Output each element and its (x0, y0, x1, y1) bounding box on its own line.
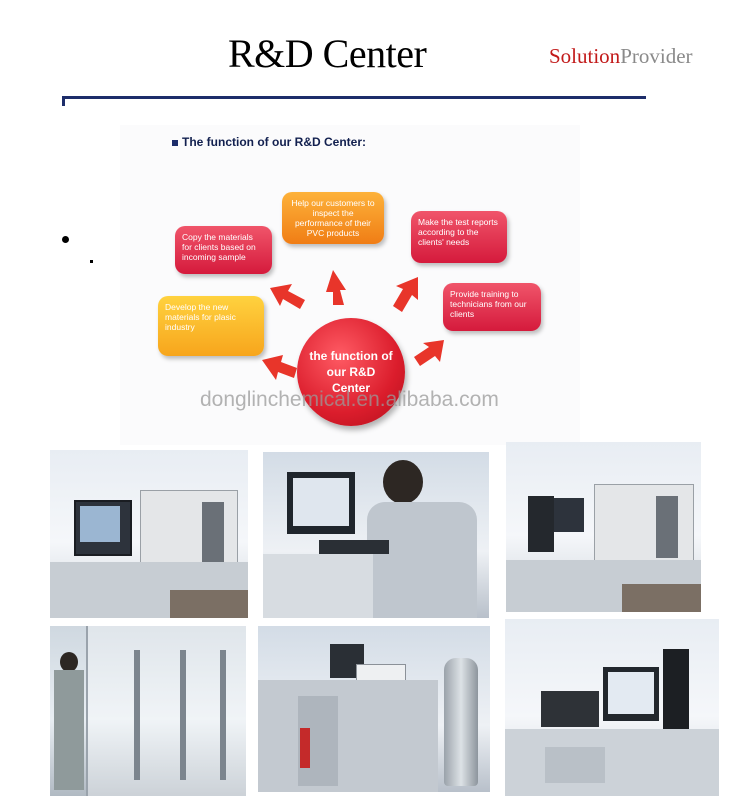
control-panel-icon (656, 496, 678, 558)
lab-bench (505, 729, 719, 796)
reactor-column (220, 650, 226, 780)
bench-cabinet (622, 584, 701, 612)
monitor-icon (554, 498, 584, 532)
pc-tower-icon (528, 496, 554, 552)
bullet (62, 236, 69, 243)
bubble-copy: Copy the materials for clients based on … (175, 226, 272, 274)
technician-body (367, 502, 477, 618)
drawer-icon (545, 747, 605, 783)
watermark: donglinchemical.en.alibaba.com (200, 388, 499, 411)
keyboard-icon (319, 540, 389, 554)
screen-icon (608, 672, 654, 714)
bullet-dot (90, 260, 93, 263)
center-circle: the function of our R&D Center (297, 318, 405, 426)
tagline-part-2: Provider (620, 44, 693, 68)
stool-icon (300, 728, 310, 768)
bench-cabinet (170, 590, 248, 618)
reactor-column (134, 650, 140, 780)
lab-photo-3 (506, 442, 701, 612)
header-rule (62, 96, 646, 99)
lab-photo-5 (258, 626, 490, 792)
lab-bench (263, 554, 373, 618)
header-rule-tick (62, 96, 65, 106)
diagram-heading: The function of our R&D Center: (172, 135, 366, 149)
pc-tower-icon (663, 649, 689, 737)
bubble-inspect: Help our customers to inspect the perfor… (282, 192, 384, 244)
lab-photo-1 (50, 450, 248, 618)
page-title: R&D Center (228, 31, 427, 76)
lab-photo-2 (263, 452, 489, 618)
diagram-heading-text: The function of our R&D Center: (182, 135, 366, 149)
bubble-develop: Develop the new materials for plasic ind… (158, 296, 264, 356)
square-bullet-icon (172, 139, 178, 146)
spectrometer-icon (541, 691, 599, 727)
technician-body (54, 670, 84, 790)
technician-icon (383, 460, 423, 504)
lab-bench (258, 680, 438, 792)
technician-icon (60, 652, 78, 672)
reactor-column (180, 650, 186, 780)
bubble-training: Provide training to technicians from our… (443, 283, 541, 331)
glass-cabinet (86, 626, 246, 796)
dewar-cylinder-icon (444, 658, 478, 786)
tagline-part-1: Solution (549, 44, 621, 68)
bubble-reports: Make the test reports according to the c… (411, 211, 507, 263)
screen-icon (293, 478, 349, 526)
control-panel-icon (202, 502, 224, 562)
tagline: SolutionProvider (549, 44, 693, 69)
lab-photo-6 (505, 619, 719, 796)
lab-photo-4 (50, 626, 246, 796)
screen-icon (80, 506, 120, 542)
